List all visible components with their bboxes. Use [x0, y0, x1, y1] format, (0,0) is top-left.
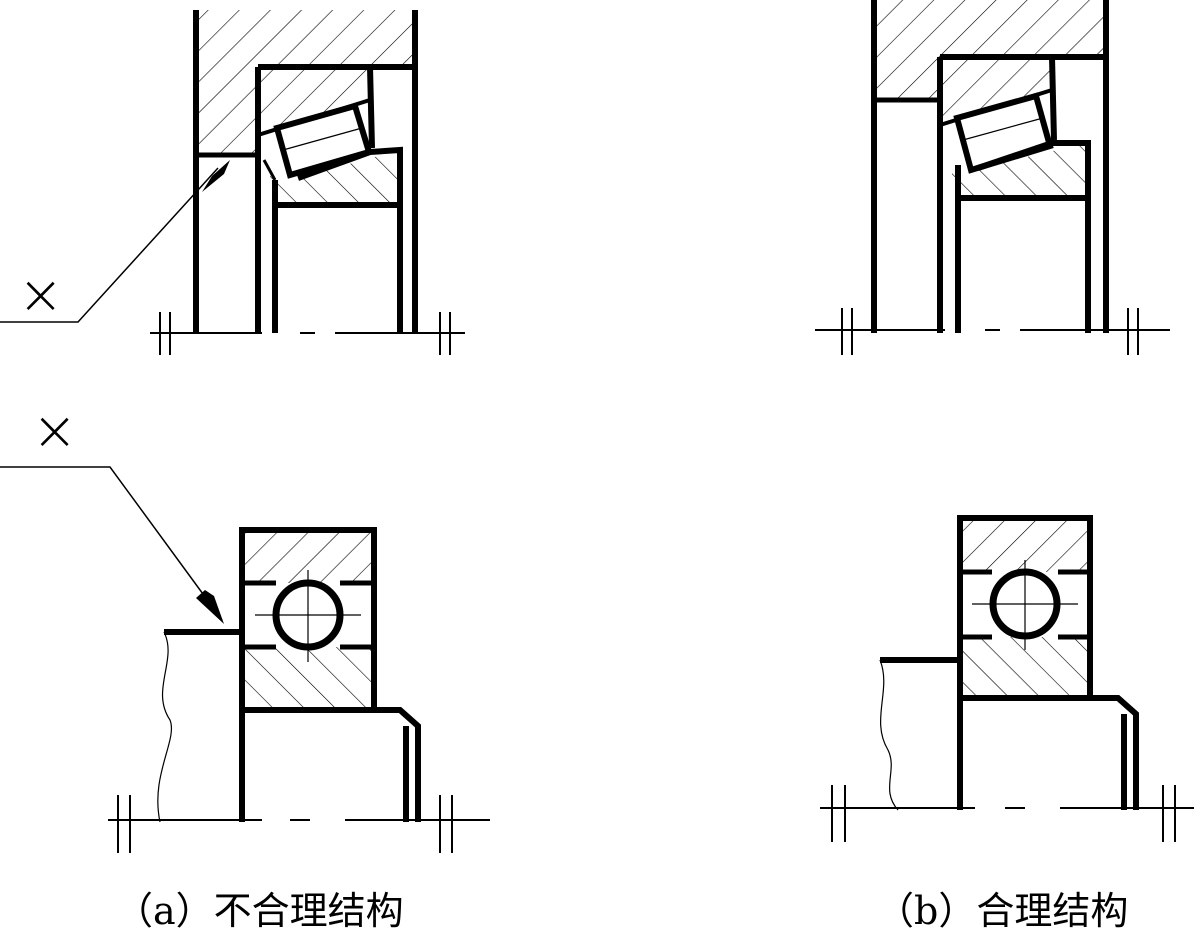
tapered-bearing-right — [815, 0, 1170, 355]
leader-line — [0, 160, 230, 323]
inner-ring — [262, 146, 403, 333]
wrong-mark-top: × — [18, 263, 63, 326]
inner-ring — [952, 140, 1091, 333]
axis-line — [150, 312, 465, 355]
caption-b: （b）合理结构 — [876, 889, 1129, 933]
housing — [157, 629, 242, 823]
wrong-mark-bottom: × — [32, 399, 77, 462]
bearing-section — [957, 515, 1093, 701]
ball-bearing-wrong — [0, 466, 490, 853]
shaft — [239, 707, 421, 822]
caption-a: （a）不合理结构 — [115, 889, 404, 933]
outer-ring — [937, 54, 1057, 333]
axis-line — [815, 308, 1170, 355]
housing — [879, 657, 960, 811]
axis-line — [108, 795, 490, 853]
leader-line — [0, 466, 224, 624]
ball-bearing-right — [820, 515, 1194, 842]
axis-line — [820, 785, 1194, 842]
tapered-bearing-wrong — [0, 10, 465, 355]
bearing-section — [239, 527, 377, 713]
shaft — [957, 695, 1139, 810]
